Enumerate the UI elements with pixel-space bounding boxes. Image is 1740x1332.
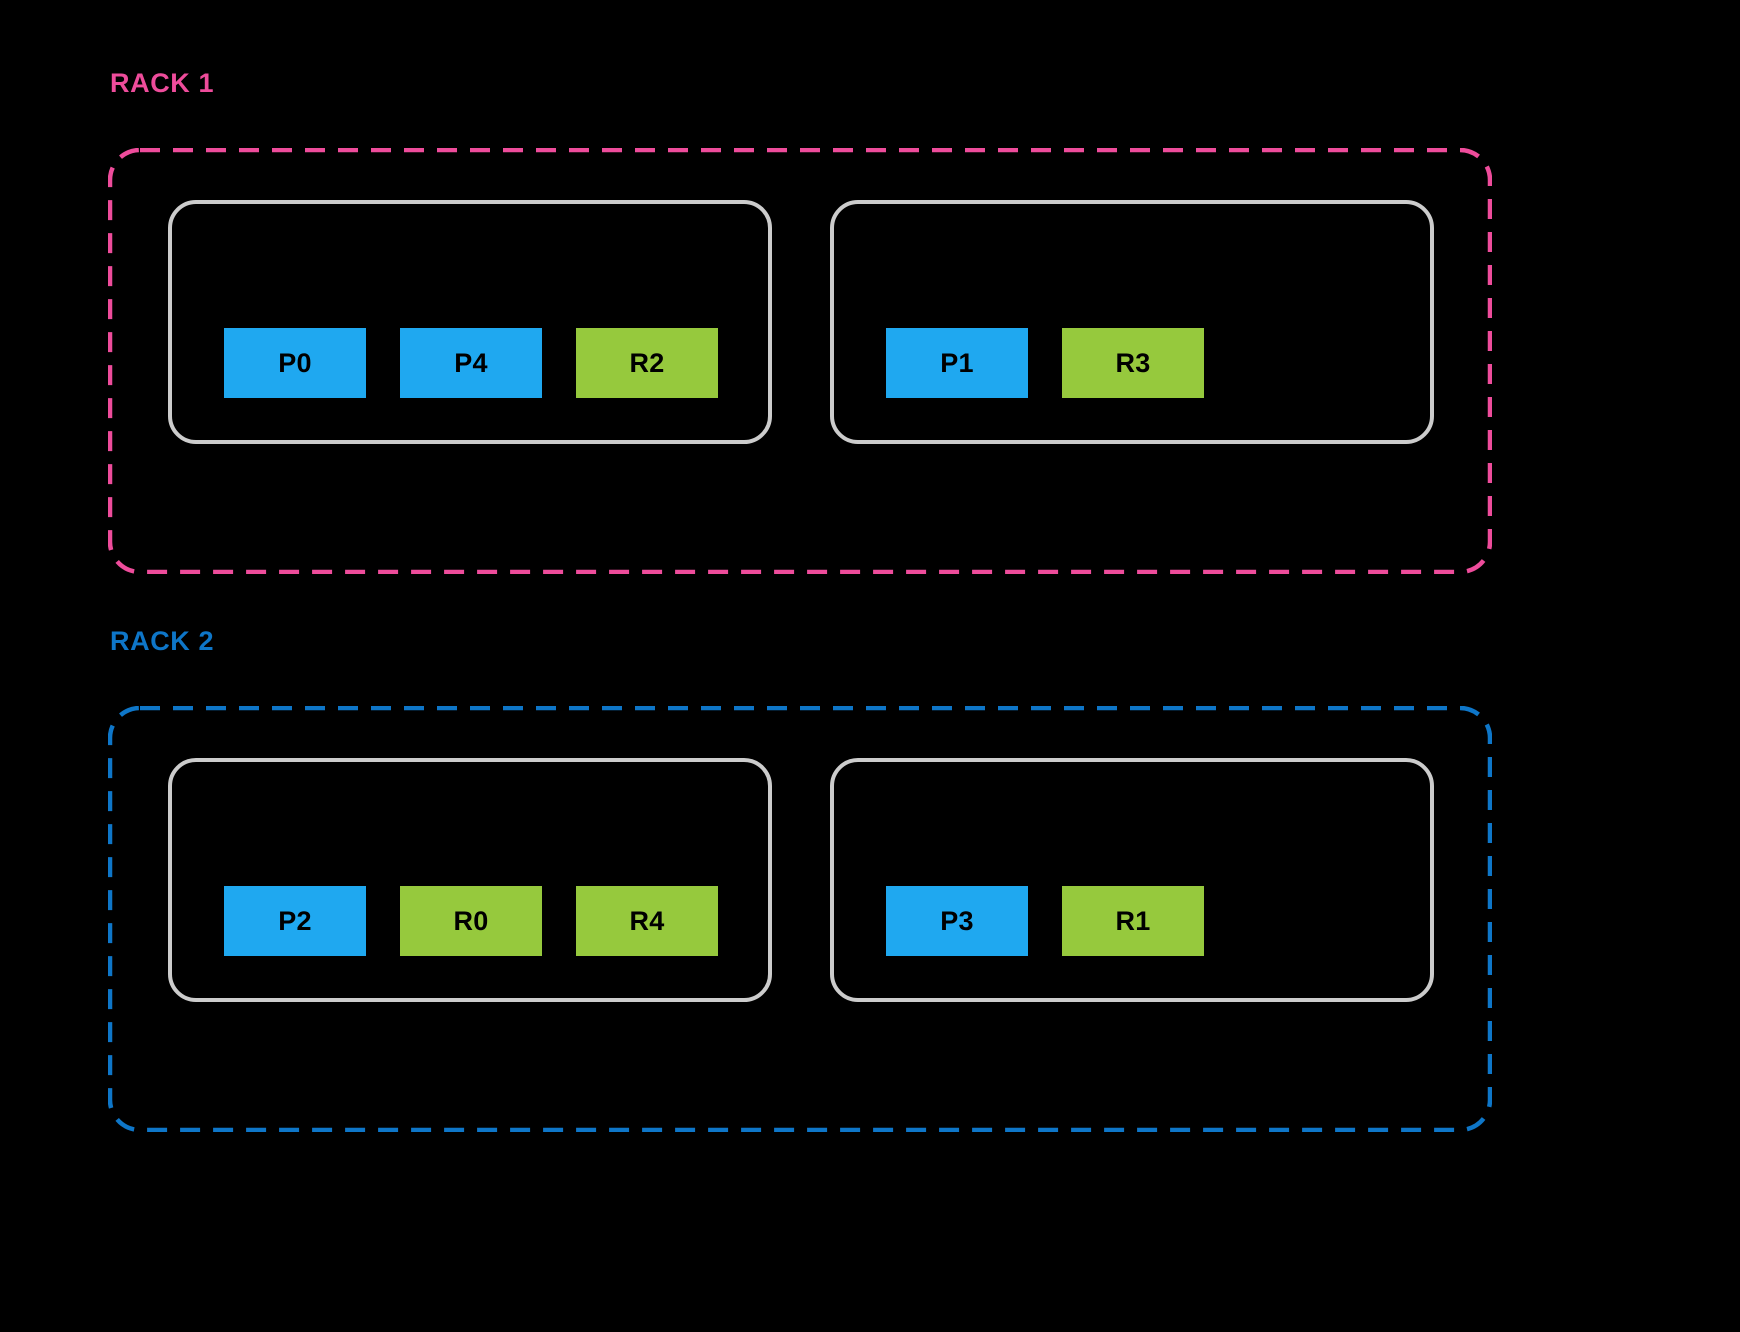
block-r4[interactable]: R4	[576, 886, 718, 956]
rack-1-node-b: P1 R3	[830, 200, 1434, 444]
rack-2-node-b: P3 R1	[830, 758, 1434, 1002]
block-p0[interactable]: P0	[224, 328, 366, 398]
rack-2-node-a: P2 R0 R4	[168, 758, 772, 1002]
block-p2[interactable]: P2	[224, 886, 366, 956]
block-p4[interactable]: P4	[400, 328, 542, 398]
rack-2-label: RACK 2	[110, 626, 215, 656]
rack-2-node-a-blocks: P2 R0 R4	[224, 886, 718, 956]
block-r2[interactable]: R2	[576, 328, 718, 398]
block-r0[interactable]: R0	[400, 886, 542, 956]
block-r1[interactable]: R1	[1062, 886, 1204, 956]
block-p1[interactable]: P1	[886, 328, 1028, 398]
rack-1-node-b-blocks: P1 R3	[886, 328, 1204, 398]
rack-2-node-b-blocks: P3 R1	[886, 886, 1204, 956]
rack-1-node-a: P0 P4 R2	[168, 200, 772, 444]
block-r3[interactable]: R3	[1062, 328, 1204, 398]
rack-1-label: RACK 1	[110, 68, 215, 98]
rack-1-node-a-blocks: P0 P4 R2	[224, 328, 718, 398]
rack-1-boundary	[108, 148, 1492, 574]
rack-2-boundary	[108, 706, 1492, 1132]
block-p3[interactable]: P3	[886, 886, 1028, 956]
